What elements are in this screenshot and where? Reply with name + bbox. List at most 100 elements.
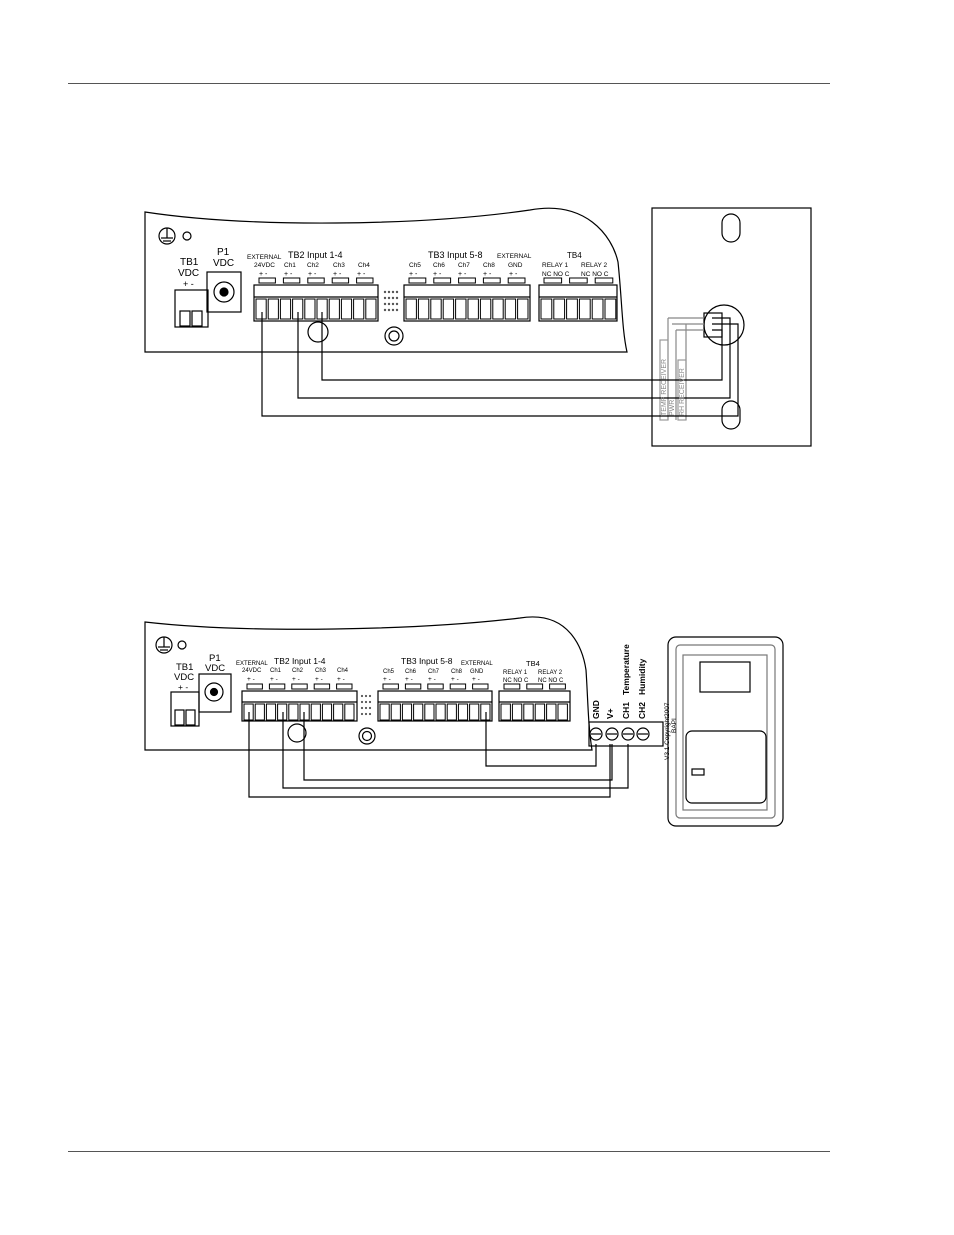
tb2-slot-2 [333,703,344,721]
relay2-contacts: NC NO C [581,271,609,278]
sensor-connector [703,312,723,338]
tb1-polarity-2: + - [178,682,188,692]
tb3-terminal-block [403,284,531,322]
tb4-slot-tab [543,277,563,284]
tb3-slot-tab [482,277,501,284]
tb2-slot-tab [258,277,276,284]
tb3-slot-2-tab [449,683,467,690]
tb2-slot-2 [243,703,254,721]
tb2-label-2: TB2 Input 1-4 [274,656,326,666]
pm-24vdc-2: + - [247,676,255,683]
board-hole [384,326,404,346]
tb4-slot-tab [594,277,614,284]
pm-ch5: + - [409,271,418,278]
tb2-slot [255,298,267,320]
tb3-slot [479,298,492,320]
pm-ch2: + - [308,271,317,278]
tb3-slot-2 [401,703,413,721]
tb3-slot-2-tab [404,683,422,690]
tb1-sub-label: VDC [178,268,199,279]
relay2-label-2: RELAY 2 [538,670,563,676]
tb3-slot [467,298,479,320]
ch1-label-2: Ch1 [270,668,282,674]
tb2-slot-2-tab [313,683,331,690]
tb1-sub-label-2: VDC [174,672,194,683]
ch8-label-2: Ch8 [451,669,463,675]
tb3-slot-2 [390,703,401,721]
relay2-contacts-2: NC NO C [538,678,564,684]
pm-24vdc: + - [259,271,268,278]
pm-ch1: + - [284,271,293,278]
tb3-label: TB3 Input 5-8 [428,250,483,260]
ch2-label: Ch2 [307,262,319,269]
tb4-slot-2 [511,703,523,721]
tb3-slot [417,298,430,320]
external-label: EXTERNAL [247,254,282,261]
component-circle-2 [287,723,307,743]
terminal-screw-1 [589,727,603,741]
ch3-label: Ch3 [333,262,345,269]
tb4-slot-2 [523,703,534,721]
sensor-label-pwr: PWR [669,400,676,416]
wire-ch2-to-ch1 [303,712,613,781]
tb3-slot [517,298,529,320]
tb3-slot-2-tab [427,683,444,690]
p1-sub-label-2: VDC [205,663,225,674]
tb1-block [174,289,209,328]
pm-ch3: + - [333,271,342,278]
tb1-polarity: + - [183,279,194,289]
wire-ch3 [321,312,723,381]
ch7-label-2: Ch7 [428,669,440,675]
terminal-ch1-label: CH1 [621,702,631,719]
tb3-slot [430,298,442,320]
24vdc-label: 24VDC [254,262,275,269]
pin-header [383,290,399,312]
tb4-label: TB4 [567,251,582,260]
pm-ch8-2: + - [451,676,459,683]
wire-ch1-to-ch2 [282,712,629,789]
copyright-label: V3.1 Copyright2007 [664,702,671,760]
tb2-slot-2 [321,703,333,721]
tb4-label-2: TB4 [526,659,540,668]
tb2-slot [316,298,328,320]
tb3-slot-2-tab [472,683,489,690]
pm-ch6: + - [433,271,442,278]
tb4-slot-2-tab [526,683,544,690]
tb3-slot-tab [507,277,526,284]
pm-ch1-2: + - [270,676,278,683]
component-circle [307,321,329,343]
sensor-enclosure [667,636,784,827]
terminal-screw-2 [605,727,619,741]
tb2-slot [365,298,377,320]
tb3-label-2: TB3 Input 5-8 [401,656,453,666]
tb4-slot [604,298,617,320]
p1-sub-label: VDC [213,258,234,269]
tb2-slot-2-tab [268,683,286,690]
wire-ch1 [297,312,731,399]
tb2-slot-2 [344,703,355,721]
pm-ch3-2: + - [315,676,323,683]
ch5-label: Ch5 [409,262,421,269]
terminal-gnd-label: GND [591,700,601,719]
pm-ch2-2: + - [292,676,300,683]
tb2-slot-2-tab [336,683,353,690]
pm-ch7: + - [458,271,467,278]
tb4-slot-2 [500,703,511,721]
tb4-slot-2-tab [549,683,566,690]
terminal-ch2-label: CH2 [637,702,647,719]
ch5-label-2: Ch5 [383,669,395,675]
wire-24vdc-to-vplus [248,712,611,798]
board-hole-2 [358,727,376,745]
tb4-slot-2 [534,703,546,721]
tb3-slot-2-tab [382,683,399,690]
controller-board-outline-2 [144,616,593,751]
ch4-label: Ch4 [358,262,370,269]
mounting-hole [182,231,192,241]
footer-rule [68,1151,830,1152]
tb3-slot-2 [469,703,480,721]
tb1-label-2: TB1 [176,662,193,673]
external-label-2: EXTERNAL [236,661,268,667]
tb2-slot [304,298,316,320]
tb2-terminal-block-2 [241,690,358,722]
tb2-slot-tab [282,277,301,284]
